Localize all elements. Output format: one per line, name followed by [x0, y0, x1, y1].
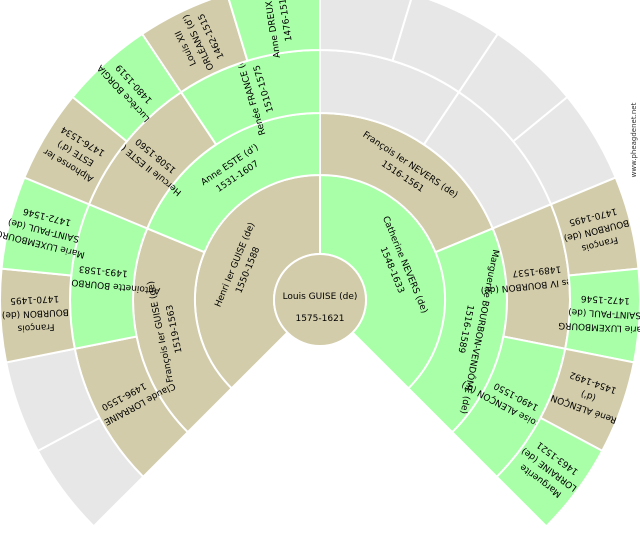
ancestor-dates: 1489-1537 [512, 263, 562, 278]
ancestor-segment[interactable]: René ALENÇON(d')1454-1492 [539, 347, 636, 453]
ancestor-segment[interactable]: Hercule II ESTE (d')1508-1560 [87, 90, 218, 230]
segment-shape [495, 416, 604, 528]
ancestor-segment[interactable]: Anne DREUX (de)1476-1514 [227, 0, 321, 63]
ancestor-name: (d') [580, 388, 598, 403]
ancestor-segment[interactable]: Anne ESTE (d')1531-1607 [145, 111, 321, 254]
ancestor-dates: 1472-1546 [580, 293, 630, 305]
ancestor-dates: 1470-1495 [10, 293, 59, 305]
ancestor-name: Marie LUXEMBOURG [558, 320, 640, 334]
ancestor-segment[interactable]: François BOURBON (de)1470-1495 [0, 267, 76, 364]
ancestor-segment[interactable]: Catherine NEVERS (de)1548-1633 [319, 173, 446, 390]
ancestor-name: SAINT-PAUL (de) [568, 306, 640, 320]
root-person-dates: 1575-1621 [295, 314, 344, 324]
site-watermark: www.pheagdenet.net [630, 102, 638, 177]
ancestor-segment[interactable]: Charles IV BOURBON (de)1489-1537 [480, 203, 596, 350]
ancestor-segment[interactable]: François Ier NEVERS (de)1516-1561 [319, 111, 495, 254]
root-person[interactable]: Louis GUISE (de) 1575-1621 [273, 253, 367, 347]
root-person-circle [273, 253, 367, 347]
root-person-name: Louis GUISE (de) [283, 292, 358, 302]
ancestor-name: François [17, 321, 55, 333]
ancestor-dates: 1493-1583 [78, 263, 128, 278]
ancestor-name: BOURBON (de) [2, 306, 69, 319]
ancestor-segment[interactable]: Antoinette BOURBON (de)1493-1583 [43, 203, 161, 350]
